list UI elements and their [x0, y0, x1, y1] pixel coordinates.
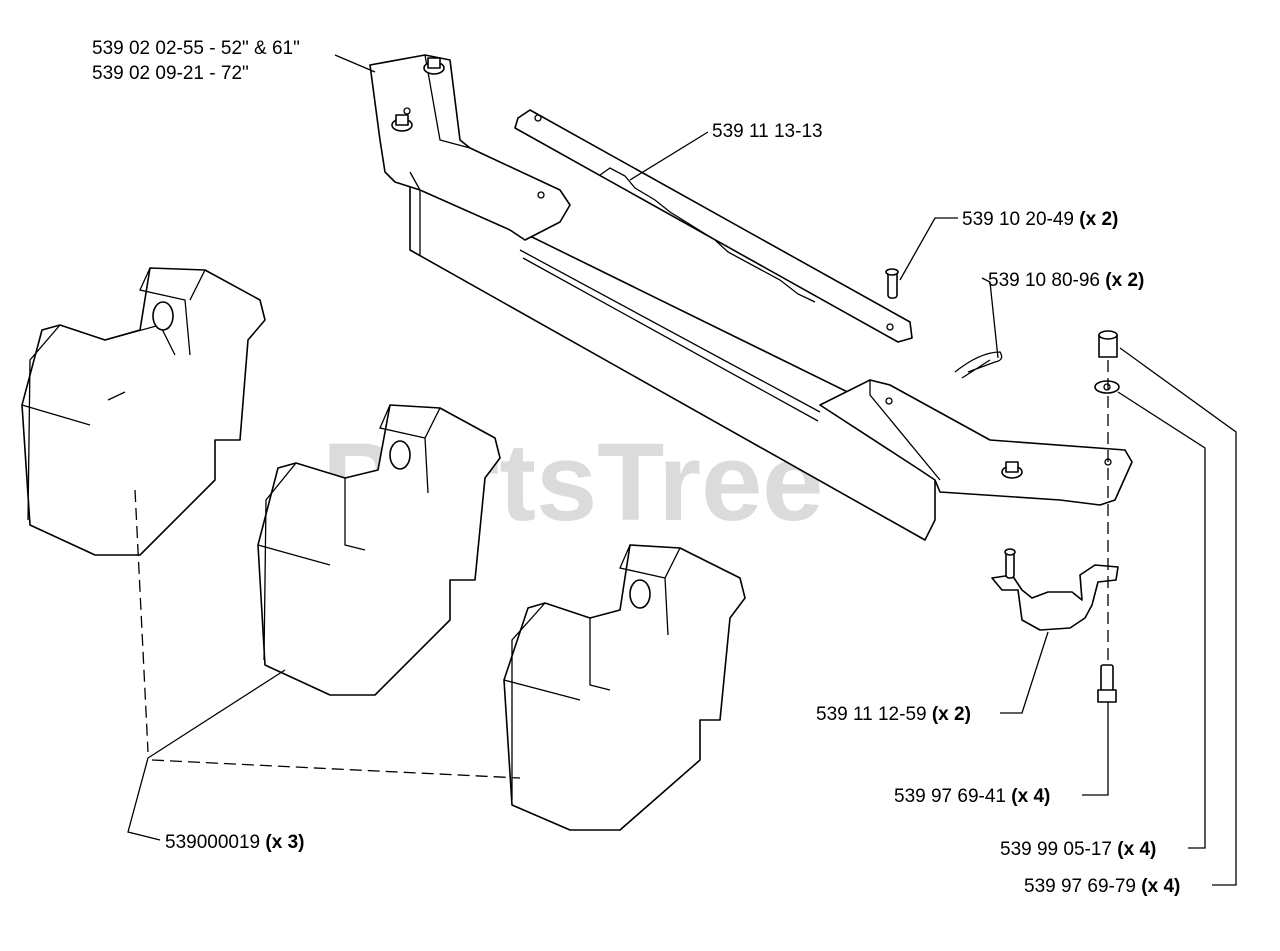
hair-clip-part — [954, 351, 1003, 379]
left-mounting-bracket — [369, 54, 571, 241]
label-hair-clip: 539 10 80-96 (x 2) — [988, 270, 1144, 291]
leader-lines — [127, 54, 1237, 886]
weight-assembly-line-1 — [134, 489, 149, 753]
counterweight-1 — [21, 267, 266, 556]
counterweight-3 — [503, 544, 746, 831]
label-weight: 539000019 (x 3) — [165, 832, 304, 853]
label-pin: 539 10 20-49 (x 2) — [962, 209, 1118, 230]
label-bracket-72: 539 02 09-21 - 72" — [92, 63, 249, 84]
label-bracket-52-61: 539 02 02-55 - 52" & 61" — [92, 38, 300, 59]
right-end-bracket — [819, 379, 1133, 506]
part-labels: 539 02 02-55 - 52" & 61" 539 02 09-21 - … — [92, 38, 1180, 897]
support-bracket-part — [991, 548, 1119, 631]
label-weight-bar: 539 11 13-13 — [712, 121, 823, 142]
hardware-stack — [1094, 330, 1120, 703]
pin-part — [885, 268, 899, 299]
label-nut: 539 97 69-79 (x 4) — [1024, 876, 1180, 897]
label-support-bracket: 539 11 12-59 (x 2) — [816, 704, 971, 725]
weight-assembly-line-2 — [151, 759, 521, 779]
weight-bar-part — [514, 109, 913, 343]
counterweight-2 — [257, 404, 501, 696]
label-bolt: 539 97 69-41 (x 4) — [894, 786, 1050, 807]
label-washer: 539 99 05-17 (x 4) — [1000, 839, 1156, 860]
